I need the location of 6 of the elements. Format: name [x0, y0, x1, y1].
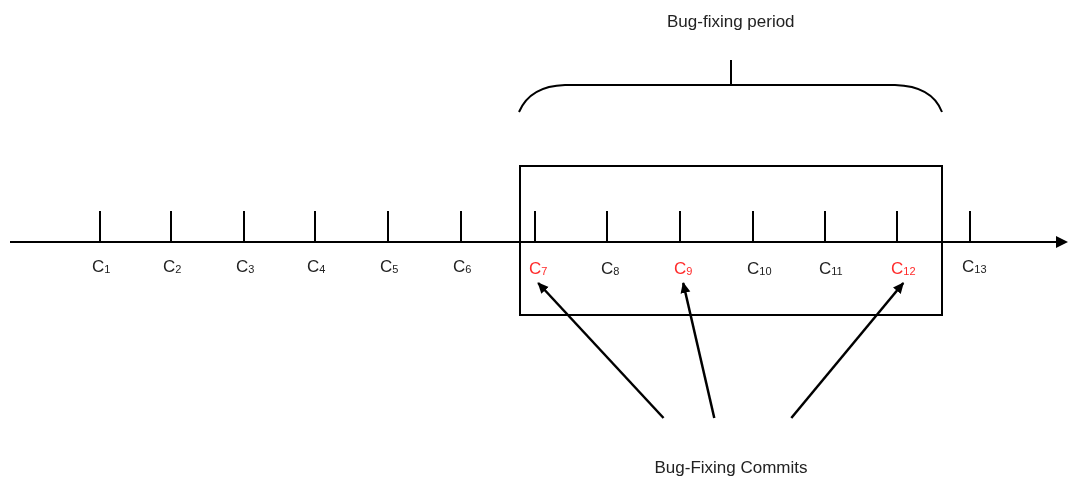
period-label: Bug-fixing period: [667, 12, 795, 32]
callout-text: Bug-Fixing Commits: [654, 458, 808, 478]
arrow: [537, 282, 665, 419]
arrow: [790, 282, 905, 419]
highlight-frame: [519, 165, 943, 316]
arrow: [680, 282, 716, 419]
